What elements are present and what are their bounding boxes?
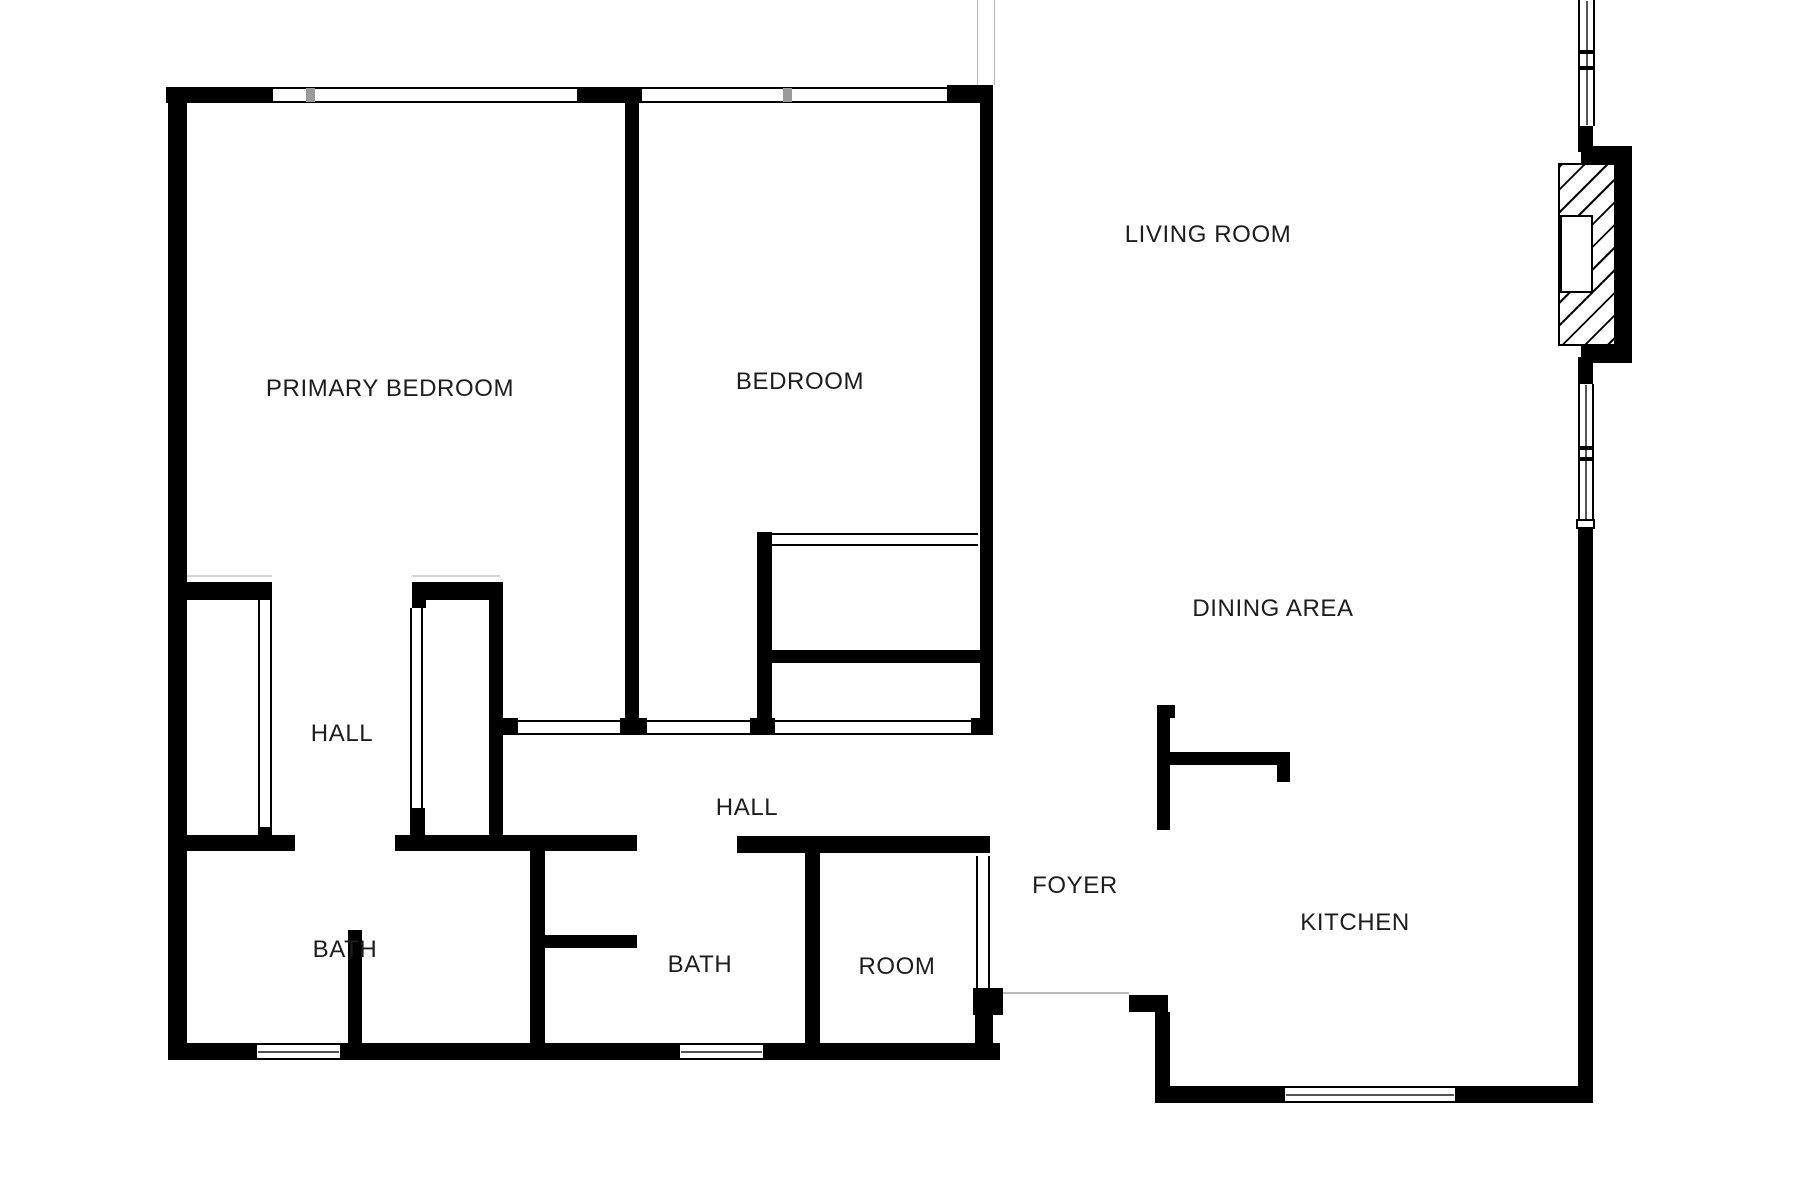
wall-closet-left-tick (258, 827, 272, 837)
room-label-bath: BATH (667, 951, 733, 978)
room-label-primary-bedroom: PRIMARY BEDROOM (265, 375, 515, 402)
wall-bath1-top-east (395, 835, 637, 851)
wall-kitchen-left (1155, 1012, 1170, 1103)
wall-foyer-foot-block (973, 988, 1003, 1015)
wall-room-left (805, 850, 820, 1045)
window-bottom-left-mid-line (258, 1050, 339, 1053)
window-kitchen-bottom (1285, 1086, 1455, 1103)
wall-bedroom-divider (625, 103, 639, 718)
room-label-bath: BATH (312, 936, 378, 963)
wall-bottom-west (168, 1043, 257, 1060)
corridor-opening-west (518, 720, 620, 735)
room-label-kitchen: KITCHEN (1300, 909, 1410, 936)
wall-kitchen-bottom-west (1155, 1086, 1285, 1103)
wall-bedroom-right (980, 103, 993, 735)
wall-exterior-right-lower (1578, 528, 1593, 1103)
room-label-hall: HALL (715, 794, 779, 821)
wall-room-right-lower (975, 1013, 993, 1045)
wall-corridor-east-tick (971, 718, 993, 735)
wall-bath1-top-west (187, 835, 295, 851)
room-label-bedroom: BEDROOM (735, 368, 865, 395)
fireplace-stub-top (1578, 126, 1593, 152)
window-tick-right-lower-2 (1578, 457, 1594, 461)
window-top-right (642, 87, 947, 103)
corridor-opening-east (775, 720, 977, 735)
corridor-opening-bedroom-door (647, 720, 750, 735)
window-living-right-lower-mid-line (1585, 385, 1587, 519)
room-label-hall: HALL (310, 720, 374, 747)
wall-dining-arm-tick (1277, 765, 1290, 782)
wall-exterior-left (168, 87, 187, 1060)
mullion-window-top-right (783, 88, 792, 102)
room-foyer-opening (976, 856, 990, 988)
faint-line-closet-right (412, 575, 500, 577)
wall-closet-right-end-block (412, 582, 426, 608)
wall-bedroom-divider-foot (620, 718, 647, 735)
window-tick-right-lower-1 (1578, 446, 1594, 450)
wall-closet-right-stub (489, 718, 518, 735)
mullion-window-top-left (306, 88, 315, 102)
wall-kitchen-bottom-east (1455, 1086, 1593, 1103)
wall-closet-right-top (412, 582, 503, 600)
fireplace-hatch-box (1558, 163, 1616, 346)
wall-top-left (166, 87, 273, 103)
window-top-left (273, 87, 577, 103)
window-living-right-upper (1578, 0, 1595, 126)
window-bottom-middle (680, 1043, 763, 1060)
window-living-right-upper-mid-line (1585, 1, 1588, 125)
fireplace-bar-bottom (1581, 346, 1632, 363)
closet-right-door-lines (410, 608, 423, 808)
wall-bedroom-closet-arm (767, 650, 982, 663)
wall-bottom-east (763, 1043, 1000, 1060)
fireplace-bar-right (1616, 146, 1632, 363)
fireplace-stub-bottom (1578, 357, 1593, 384)
wall-top-center-cap (577, 87, 642, 103)
room-label-room: ROOM (858, 953, 936, 980)
wall-dining-arm (1170, 752, 1290, 765)
window-tick-right-upper-1 (1578, 50, 1595, 54)
wall-bath2-arm (537, 935, 637, 948)
exterior-stub-lines-top (977, 0, 995, 85)
wall-closet-right-tick (410, 808, 425, 837)
wall-closet-right-side (489, 582, 503, 838)
wall-dining-bar (1157, 705, 1170, 830)
kitchen-entry-line (1003, 992, 1129, 994)
window-bottom-left (257, 1043, 340, 1060)
wall-room-top (737, 836, 990, 853)
window-living-right-lower (1578, 384, 1594, 520)
wall-top-right-cap (947, 85, 993, 103)
wall-bottom-center (340, 1043, 680, 1060)
room-label-living-room: LIVING ROOM (1124, 221, 1292, 248)
wall-bedroom-closet-left (757, 532, 772, 718)
faint-line-closet-left (187, 575, 272, 577)
window-bottom-middle-mid-line (681, 1050, 762, 1053)
wall-bedroom-closet-foot (750, 718, 775, 735)
bedroom-closet-top-line (772, 533, 978, 546)
closet-left-door-lines (258, 600, 272, 827)
window-tick-right-upper-2 (1578, 66, 1595, 70)
wall-bath1-partition (348, 930, 362, 1045)
wall-closet-left-top (185, 582, 272, 600)
room-label-dining-area: DINING AREA (1192, 595, 1354, 622)
wall-dining-bar-cap (1157, 705, 1175, 718)
window-kitchen-bottom-mid-line (1286, 1093, 1454, 1096)
wall-kitchen-entry-stub (1129, 995, 1168, 1012)
room-label-foyer: FOYER (1032, 872, 1118, 899)
fireplace-firebox (1560, 215, 1593, 293)
